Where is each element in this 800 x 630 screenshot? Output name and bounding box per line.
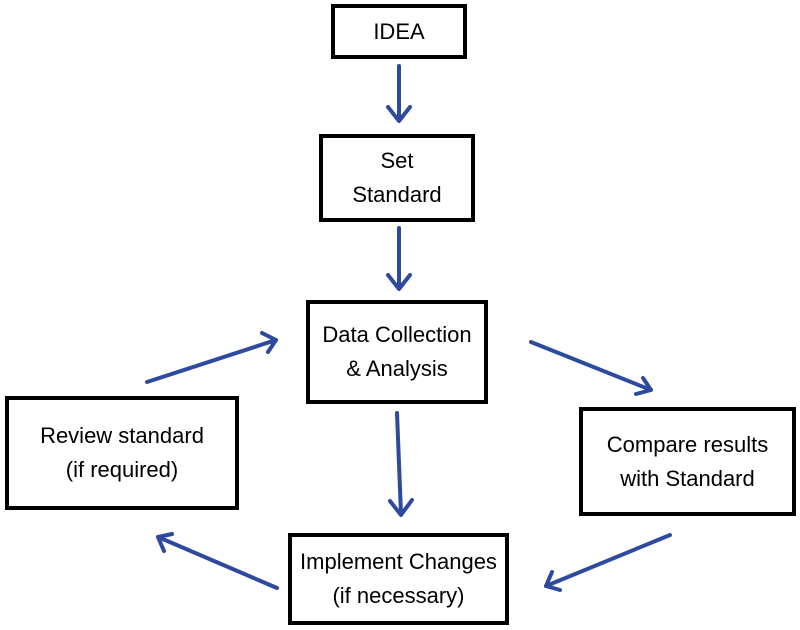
arrow-idea-to-set-standard [386, 64, 412, 123]
implement-changes-label-line-2: (if necessary) [332, 583, 465, 608]
compare-results-label-line-2: with Standard [620, 465, 755, 491]
review-standard-label-line-1: Review standard [40, 423, 204, 448]
review-standard-box: Review standard (if required) [5, 396, 239, 510]
implement-changes-label-line-1: Implement Changes [300, 549, 497, 574]
arrow-implement-changes-to-review-standard [156, 532, 279, 590]
idea-box: IDEA [331, 4, 467, 59]
set-standard-label-line-2: Standard [352, 182, 442, 207]
arrow-data-collection-to-implement-changes [388, 411, 414, 517]
arrow-data-collection-to-compare-results [529, 340, 653, 396]
data-collection-label-line-2: & Analysis [346, 356, 448, 381]
implement-changes-box: Implement Changes (if necessary) [288, 533, 509, 625]
data-collection-box: Data Collection & Analysis [306, 300, 488, 404]
compare-results-box: Compare results with Standard [579, 407, 796, 516]
review-standard-label-line-2: (if required) [65, 457, 179, 482]
arrow-review-standard-to-data-collection [145, 331, 278, 384]
arrow-compare-results-to-implement-changes [544, 533, 672, 592]
data-collection-label-line-1: Data Collection [322, 322, 472, 347]
set-standard-label-line-1: Set [380, 148, 414, 173]
set-standard-box: Set Standard [319, 134, 475, 222]
arrow-set-standard-to-data-collection [386, 226, 412, 291]
compare-results-label-line-1: Compare results [606, 431, 769, 457]
idea-label: IDEA [373, 18, 425, 44]
